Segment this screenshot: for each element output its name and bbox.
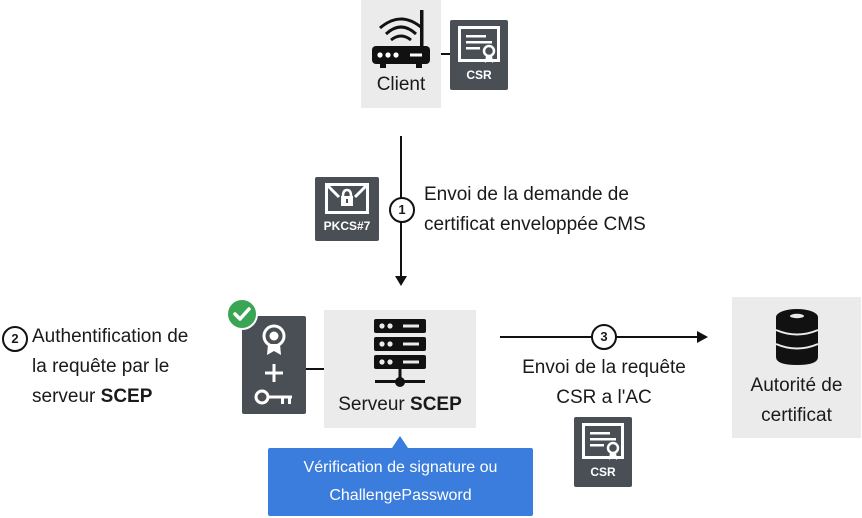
certificate-icon [458, 26, 500, 63]
step1-text: Envoi de la demande de certificat envelo… [424, 180, 724, 240]
step1-line2: certificat enveloppée CMS [424, 214, 646, 235]
tooltip-pointer [392, 436, 408, 448]
locked-envelope-icon [325, 183, 369, 214]
ca-label: Autorité de certificat [732, 371, 861, 431]
csr-card-top: CSR [450, 20, 508, 90]
arrow-head-right [697, 331, 708, 343]
auth-server-connector [306, 368, 324, 370]
plus-icon [265, 364, 283, 382]
step2-line2: la requête par le [32, 356, 170, 377]
step2-line3: serveur SCEP [32, 382, 232, 412]
csr-label-top: CSR [466, 68, 492, 82]
csr-label-bottom: CSR [590, 465, 616, 479]
award-icon [262, 324, 286, 355]
server-label-bold: SCEP [410, 394, 462, 415]
key-icon [254, 389, 292, 405]
server-node: Serveur SCEP [324, 310, 476, 428]
tooltip-line1: Vérification de signature ou [303, 459, 498, 476]
csr-card-bottom: CSR [574, 417, 632, 487]
router-icon [372, 10, 430, 68]
ca-label-line2: certificat [761, 405, 832, 426]
step2-line1: Authentification de [32, 326, 189, 347]
step2-number: 2 [2, 326, 28, 352]
step3-text: Envoi de la requête CSR a l'AC [494, 353, 714, 413]
ca-node: Autorité de certificat [732, 297, 861, 438]
server-icon [374, 319, 426, 387]
step3-line2: CSR a l'AC [556, 387, 652, 408]
server-label-prefix: Serveur [338, 394, 411, 415]
verification-tooltip: Vérification de signature ou ChallengePa… [268, 448, 533, 516]
pkcs7-card: PKCS#7 [315, 177, 379, 241]
step3-line1: Envoi de la requête [522, 357, 686, 378]
server-label: Serveur SCEP [324, 394, 476, 416]
step2-line3-prefix: serveur [32, 386, 101, 407]
step3-number: 3 [591, 324, 617, 350]
ca-label-line1: Autorité de [750, 375, 843, 396]
arrow-head-down [395, 276, 407, 286]
check-icon [226, 298, 258, 330]
client-csr-connector [441, 53, 450, 55]
certificate-icon [582, 423, 624, 460]
client-node: Client [361, 0, 441, 108]
tooltip-line2: ChallengePassword [329, 487, 472, 504]
database-icon [775, 309, 819, 365]
step2-line3-bold: SCEP [100, 386, 153, 407]
client-label: Client [376, 74, 426, 95]
step1-number: 1 [389, 197, 415, 223]
step2-text: Authentification de la requête par le se… [32, 322, 232, 412]
pkcs7-label: PKCS#7 [323, 219, 371, 233]
step1-line1: Envoi de la demande de [424, 184, 629, 205]
auth-card [242, 316, 306, 414]
